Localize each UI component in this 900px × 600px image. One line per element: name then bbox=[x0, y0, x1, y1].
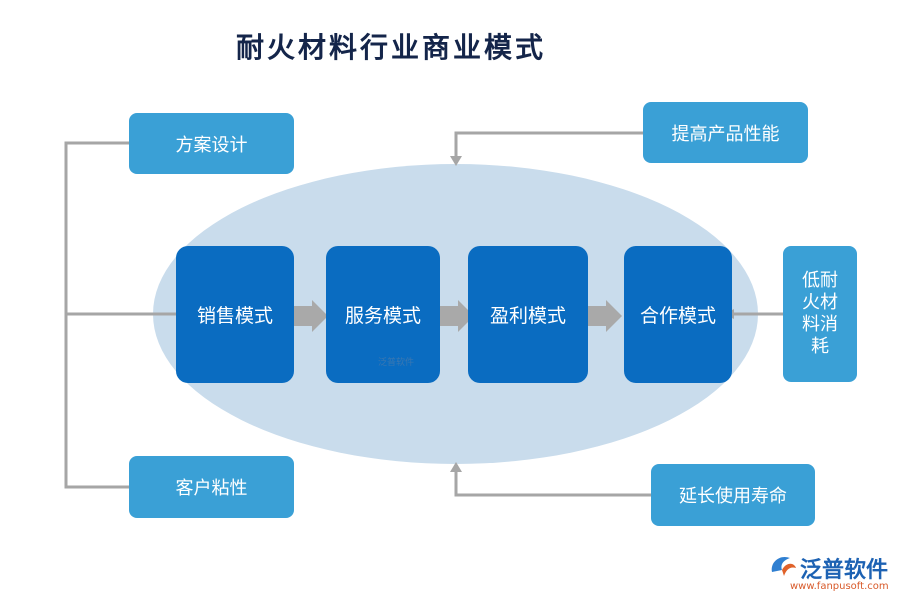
bottom-feed-line bbox=[454, 470, 651, 497]
arrow-service-to-profit bbox=[440, 300, 474, 332]
vertical-text-line: 火材 bbox=[802, 292, 838, 313]
box-service-model: 服务模式 bbox=[326, 246, 440, 383]
vertical-text-line: 低耐 bbox=[802, 270, 838, 291]
bottom-arrowhead bbox=[450, 462, 462, 472]
arrow-sales-to-service bbox=[294, 300, 328, 332]
box-extend-lifespan: 延长使用寿命 bbox=[651, 464, 815, 526]
logo-url: www.fanpusoft.com bbox=[790, 581, 889, 592]
box-sales-model: 销售模式 bbox=[176, 246, 294, 383]
watermark-text: 泛普软件 bbox=[378, 358, 415, 368]
top-arrowhead bbox=[450, 156, 462, 166]
vertical-text-line: 耗 bbox=[811, 336, 829, 357]
vertical-text-line: 料消 bbox=[802, 314, 838, 335]
box-solution-design: 方案设计 bbox=[129, 113, 294, 174]
box-profit-model: 盈利模式 bbox=[468, 246, 588, 383]
top-feed-line bbox=[454, 131, 643, 158]
box-improve-performance: 提高产品性能 bbox=[643, 102, 808, 163]
diagram-title: 耐火材料行业商业模式 bbox=[236, 31, 547, 64]
box-customer-stickiness: 客户粘性 bbox=[129, 456, 294, 518]
logo-name: 泛普软件 bbox=[800, 558, 889, 583]
box-cooperation-model: 合作模式 bbox=[624, 246, 732, 383]
fanpu-logo-icon bbox=[771, 556, 796, 576]
box-low-refractory-consumption: 低耐 火材 料消 耗 bbox=[783, 246, 857, 382]
arrow-profit-to-cooperation bbox=[588, 300, 622, 332]
